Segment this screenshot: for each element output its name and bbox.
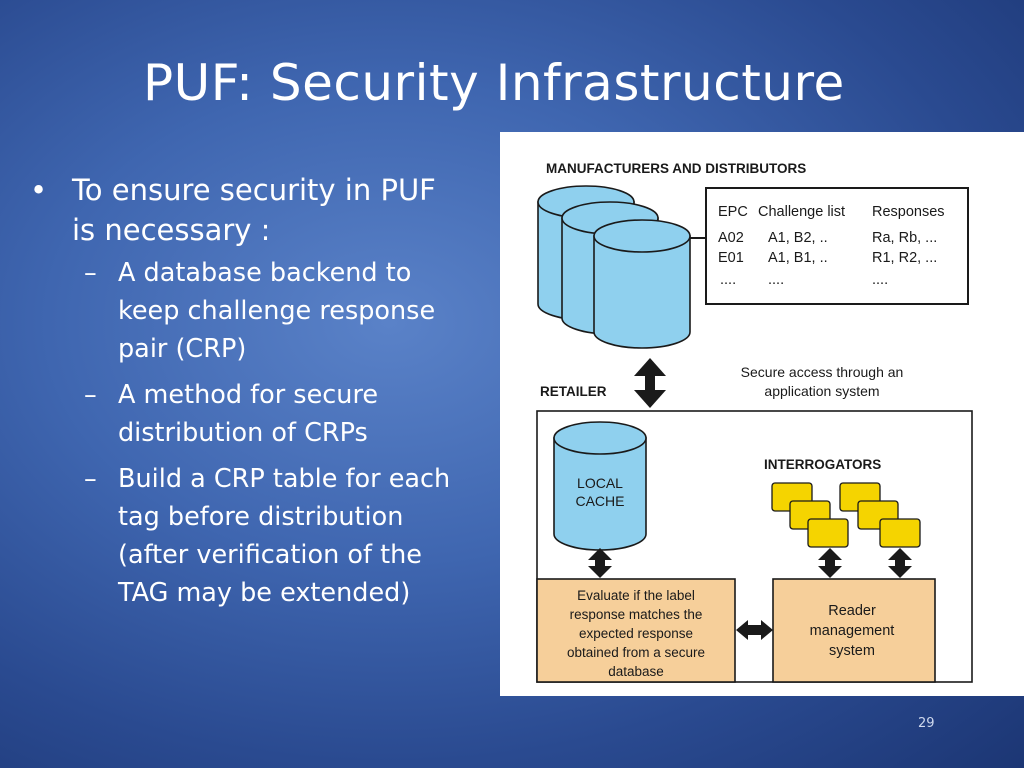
main-bullet: • To ensure security in PUF is necessary… [30, 170, 500, 250]
sub-bullet-line: (after verification of the [118, 540, 422, 570]
diagram-svg: MANUFACTURERS AND DISTRIBUTORS EPC Chall… [536, 161, 973, 683]
evaluate-line: Evaluate if the label [577, 588, 695, 603]
double-arrow-interrogators-left [818, 548, 842, 578]
double-arrow-db-retailer [634, 358, 666, 408]
table-cell: E01 [718, 250, 744, 266]
table-header-epc: EPC [718, 204, 748, 220]
table-header-challenge: Challenge list [758, 204, 845, 220]
interrogator-tag [879, 518, 921, 548]
slide-title: PUF: Security Infrastructure [143, 54, 845, 112]
table-cell: A1, B1, .. [768, 250, 828, 266]
sub-bullet-line: A method for secure [118, 380, 379, 410]
table-cell: .... [872, 272, 888, 288]
evaluate-box [536, 578, 736, 683]
sub-bullet-line: keep challenge response [118, 296, 436, 326]
evaluate-line: response matches the [570, 607, 703, 622]
evaluate-line: obtained from a secure [567, 645, 705, 660]
manufacturers-label: MANUFACTURERS AND DISTRIBUTORS [546, 161, 806, 176]
main-bullet-line: is necessary : [72, 213, 271, 247]
sub-bullet-crp-table: – Build a CRP table for each tag before … [30, 460, 500, 612]
reader-line: Reader [828, 603, 876, 619]
secure-access-line: application system [764, 383, 879, 399]
table-cell: Ra, Rb, ... [872, 230, 937, 246]
local-cache-line: LOCAL [577, 475, 623, 491]
double-arrow-evaluate-reader [736, 620, 773, 640]
sub-bullet-line: tag before distribution [118, 502, 404, 532]
double-arrow-interrogators-right [888, 548, 912, 578]
sub-bullet-line: Build a CRP table for each [118, 464, 451, 494]
interrogator-tags [771, 482, 921, 548]
sub-bullet-line: A database backend to [118, 258, 412, 288]
dash-marker: – [84, 380, 97, 410]
database-cylinder-front [593, 219, 691, 349]
main-bullet-line: To ensure security in PUF [72, 173, 436, 207]
retailer-label: RETAILER [540, 384, 607, 399]
sub-bullet-line: distribution of CRPs [118, 418, 368, 448]
sub-bullet-database: – A database backend to keep challenge r… [30, 254, 500, 368]
evaluate-line: database [608, 664, 664, 679]
table-cell: .... [768, 272, 784, 288]
reader-management-box [772, 578, 936, 683]
reader-line: management [810, 623, 895, 639]
table-cell: R1, R2, ... [872, 250, 937, 266]
secure-access-line: Secure access through an [741, 364, 904, 380]
local-cache-cylinder [553, 421, 647, 551]
sub-bullet-distribution: – A method for secure distribution of CR… [30, 376, 500, 452]
sub-bullet-line: TAG may be extended) [118, 578, 411, 608]
dash-marker: – [84, 258, 97, 288]
double-arrow-cache-evaluate [588, 548, 612, 578]
page-number: 29 [918, 716, 935, 731]
table-cell: A02 [718, 230, 744, 246]
interrogators-label: INTERROGATORS [764, 457, 881, 472]
bullet-marker: • [30, 173, 48, 207]
crp-table-box [705, 187, 969, 305]
bullet-list: • To ensure security in PUF is necessary… [30, 170, 500, 620]
reader-line: system [829, 643, 875, 659]
local-cache-line: CACHE [575, 493, 624, 509]
puf-infrastructure-diagram: MANUFACTURERS AND DISTRIBUTORS EPC Chall… [500, 132, 1024, 696]
evaluate-line: expected response [579, 626, 693, 641]
dash-marker: – [84, 464, 97, 494]
table-header-responses: Responses [872, 204, 945, 220]
table-cell: .... [720, 272, 736, 288]
interrogator-tag [807, 518, 849, 548]
sub-bullet-list: – A database backend to keep challenge r… [30, 254, 500, 612]
table-cell: A1, B2, .. [768, 230, 828, 246]
sub-bullet-line: pair (CRP) [118, 334, 247, 364]
